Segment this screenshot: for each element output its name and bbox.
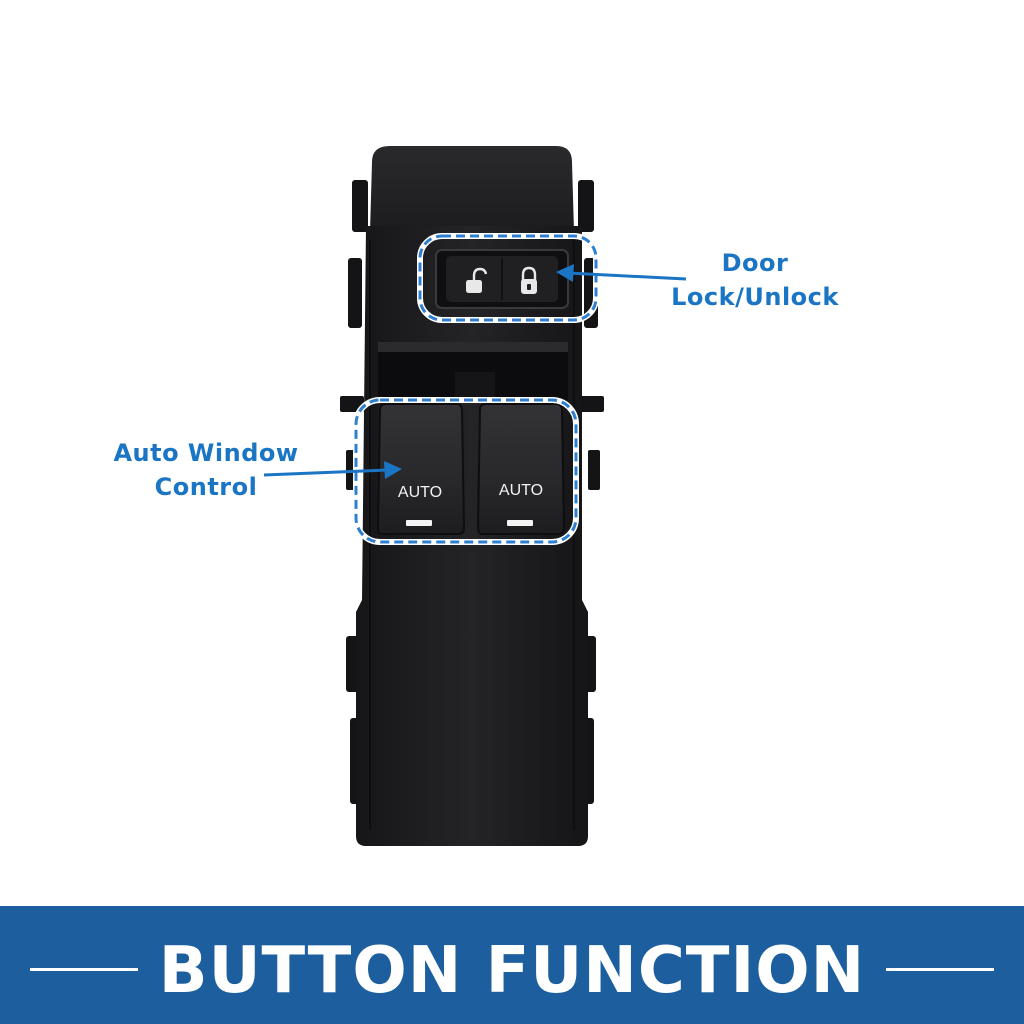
callout-door-line1: Door (721, 249, 789, 277)
banner-title: BUTTON FUNCTION (158, 934, 866, 1008)
auto-label-left: AUTO (397, 484, 443, 501)
auto-label-right: AUTO (498, 482, 544, 499)
switch-recess (378, 342, 568, 400)
banner-rule-right (886, 968, 994, 971)
banner-rule-left (30, 968, 138, 971)
arrow-door (556, 264, 687, 282)
indicator-bar-left (406, 520, 432, 526)
edge-lines (369, 240, 575, 830)
callout-auto-window: Auto Window Control (88, 436, 324, 504)
callout-door-line2: Lock/Unlock (671, 283, 839, 311)
window-switch-right[interactable] (476, 403, 566, 535)
top-cap (370, 146, 574, 232)
callout-window-line1: Auto Window (113, 439, 299, 467)
padlock-open-icon[interactable] (466, 267, 488, 293)
arrow-window (263, 461, 402, 479)
title-banner: BUTTON FUNCTION (0, 906, 1024, 1024)
callout-door-lock: Door Lock/Unlock (640, 246, 870, 314)
indicator-bar-right (507, 520, 533, 526)
padlock-closed-icon[interactable] (521, 266, 537, 294)
callout-window-line2: Control (154, 473, 258, 501)
window-switch-left[interactable] (376, 403, 466, 535)
